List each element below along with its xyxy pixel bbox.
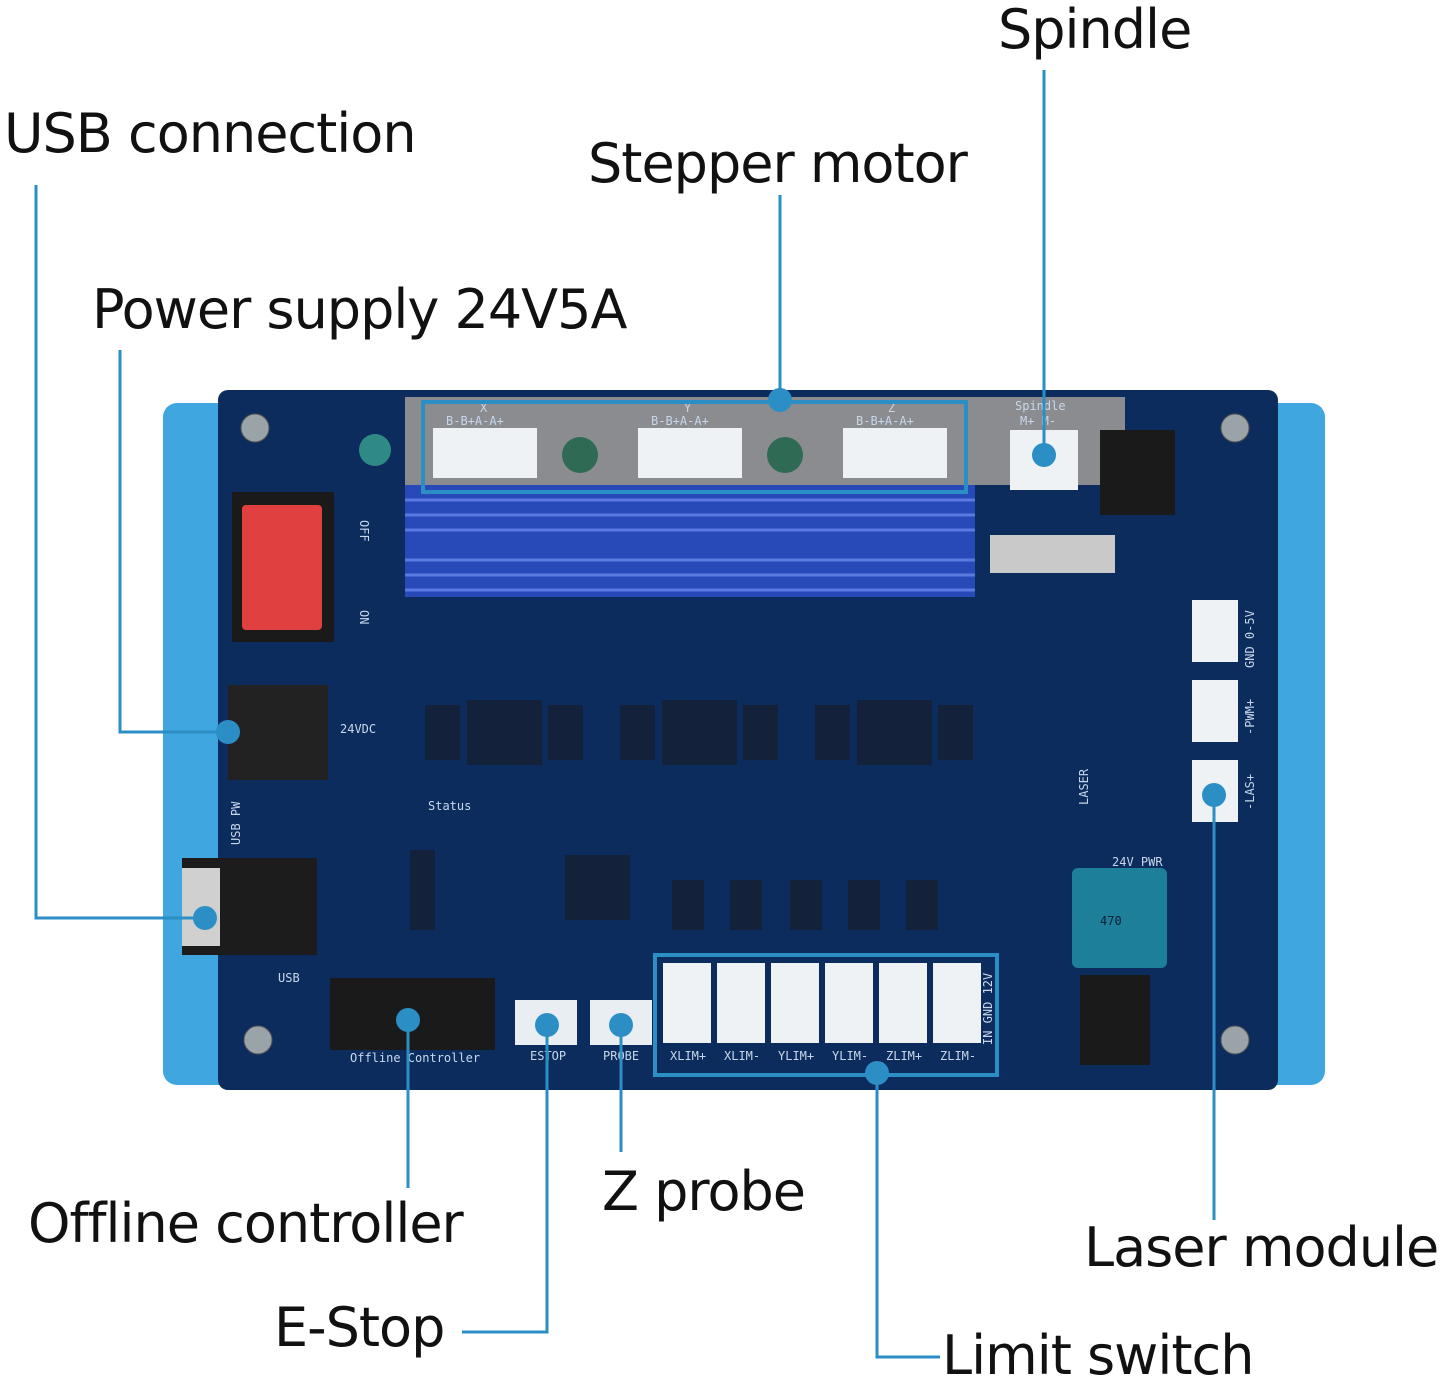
z-axis-label: Z [888, 401, 895, 415]
regulator [1080, 975, 1150, 1065]
gnd05-silk: GND 0-5V [1243, 610, 1257, 668]
xlim-minus-silk: XLIM- [724, 1049, 760, 1063]
inductor-silk: 470 [1100, 914, 1122, 928]
las-silk: -LAS+ [1243, 774, 1257, 810]
screws [240, 413, 1250, 1055]
usb-pw-silk: USB PW [229, 801, 243, 845]
offline-controller-label: Offline controller [28, 1192, 464, 1255]
laser-silk: LASER [1077, 768, 1091, 805]
zlim-plus-silk: ZLIM+ [886, 1049, 922, 1063]
spindle-label: Spindle [998, 0, 1192, 61]
y-axis-label: Y [684, 401, 692, 415]
mosfet [1100, 430, 1175, 515]
spindle-inductor [990, 535, 1115, 573]
off-silk: OFF [357, 520, 371, 542]
y-motor-pins: B-B+A-A+ [651, 414, 709, 428]
inductor [1072, 868, 1167, 968]
limit-connectors: XLIM+ XLIM- YLIM+ YLIM- ZLIM+ ZLIM- IN G… [663, 963, 995, 1063]
offline-silk: Offline Controller [350, 1051, 480, 1065]
usb-connection-label: USB connection [4, 102, 417, 165]
callout-dots [193, 388, 1226, 1085]
pwm-silk: -PWM+ [1243, 699, 1257, 735]
driver-chips [410, 700, 973, 930]
vdc-silk: 24VDC [340, 722, 376, 736]
power-switch [242, 505, 322, 630]
zlim-minus-silk: ZLIM- [940, 1049, 976, 1063]
laser-module-label: Laser module [1084, 1216, 1439, 1279]
ylim-minus-silk: YLIM- [832, 1049, 868, 1063]
heatsink [405, 485, 975, 597]
x-axis-label: X [480, 401, 488, 415]
power-supply-label: Power supply 24V5A [92, 278, 627, 341]
on-silk: ON [357, 610, 371, 624]
x-motor-pins: B-B+A-A+ [446, 414, 504, 428]
pwr-silk: 24V PWR [1112, 855, 1163, 869]
e-stop-label: E-Stop [274, 1296, 445, 1359]
motor-connectors: B-B+A-A+ B-B+A-A+ B-B+A-A+ X Y Z [359, 401, 947, 478]
z-probe-label: Z probe [602, 1160, 806, 1223]
spindle-silk: Spindle [1015, 399, 1066, 413]
usb-silk: USB [278, 971, 300, 985]
dc-jack [228, 685, 328, 780]
spindle-pins-silk: M+ M- [1020, 414, 1056, 428]
limit-switch-label: Limit switch [942, 1324, 1254, 1387]
limit-pins-silk: IN GND 12V [981, 973, 995, 1045]
ylim-plus-silk: YLIM+ [778, 1049, 814, 1063]
xlim-plus-silk: XLIM+ [670, 1049, 706, 1063]
callout-lines [34, 70, 1216, 1359]
stepper-motor-label: Stepper motor [588, 132, 968, 195]
status-silk: Status [428, 799, 471, 813]
z-motor-pins: B-B+A-A+ [856, 414, 914, 428]
